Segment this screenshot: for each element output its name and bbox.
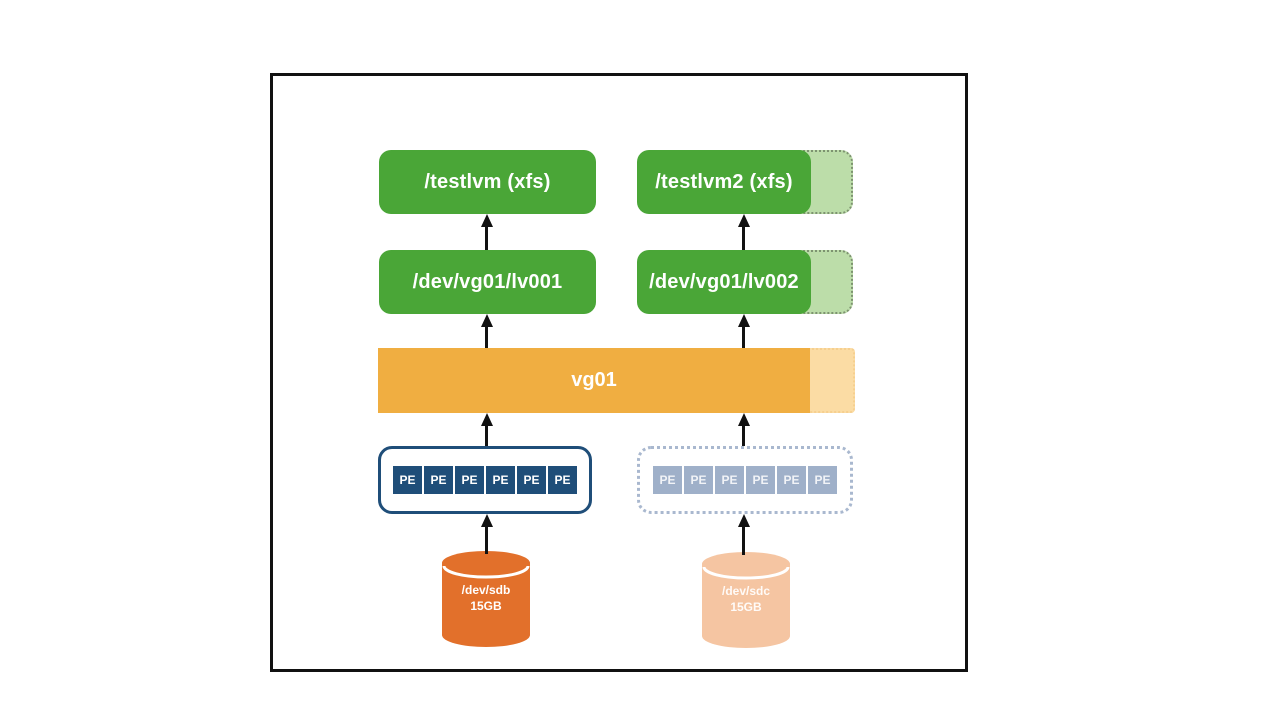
arrow-shaft — [485, 527, 488, 554]
pe-cell: PE — [715, 466, 744, 494]
disk-size: 15GB — [730, 600, 762, 614]
logical-volume-box-lv002: /dev/vg01/lv002 — [637, 250, 811, 314]
arrow-head-icon — [737, 514, 750, 527]
arrow-head-icon — [480, 314, 493, 327]
arrow-head-icon — [480, 514, 493, 527]
arrow-vg01-to-lv002 — [737, 314, 750, 348]
filesystem-label: /testlvm2 (xfs) — [655, 170, 793, 193]
disk-label: /dev/sdb 15GB — [442, 582, 530, 614]
filesystem-label: /testlvm (xfs) — [424, 170, 551, 193]
pe-cell: PE — [486, 466, 515, 494]
filesystem-box-testlvm2: /testlvm2 (xfs) — [637, 150, 811, 214]
arrow-head-icon — [737, 314, 750, 327]
arrow-head-icon — [737, 214, 750, 227]
disk-name: /dev/sdb — [461, 583, 511, 597]
arrow-lv002-to-testlvm2 — [737, 214, 750, 250]
volume-group-label: vg01 — [571, 369, 617, 391]
pe-cell: PE — [548, 466, 577, 494]
pe-cell: PE — [746, 466, 775, 494]
disk-cylinder-sdc: /dev/sdc 15GB — [702, 552, 790, 649]
cylinder-icon — [702, 552, 790, 648]
physical-volume-box-sdb: PE PE PE PE PE PE — [378, 446, 592, 514]
arrow-lv001-to-testlvm — [480, 214, 493, 250]
logical-volume-label: /dev/vg01/lv001 — [412, 270, 563, 293]
arrow-sdb-to-pv — [480, 514, 493, 554]
arrow-vg01-to-lv001 — [480, 314, 493, 348]
disk-size: 15GB — [470, 599, 502, 613]
disk-name: /dev/sdc — [721, 584, 771, 598]
volume-group-bar: vg01 — [378, 348, 810, 413]
pe-cell: PE — [777, 466, 806, 494]
pe-cell: PE — [424, 466, 453, 494]
arrow-shaft — [742, 426, 745, 446]
disk-cylinder-sdb: /dev/sdb 15GB — [442, 551, 530, 648]
arrow-shaft — [485, 327, 488, 348]
arrow-pv-sdc-to-vg01 — [737, 413, 750, 446]
logical-volume-label: /dev/vg01/lv002 — [649, 270, 799, 293]
arrow-shaft — [485, 426, 488, 446]
arrow-shaft — [485, 227, 488, 250]
arrow-head-icon — [737, 413, 750, 426]
pe-cell: PE — [517, 466, 546, 494]
pe-cell: PE — [653, 466, 682, 494]
pe-cell: PE — [808, 466, 837, 494]
cylinder-icon — [442, 551, 530, 647]
arrow-shaft — [742, 227, 745, 250]
arrow-head-icon — [480, 413, 493, 426]
logical-volume-box-lv001: /dev/vg01/lv001 — [379, 250, 596, 314]
arrow-shaft — [742, 327, 745, 348]
arrow-pv-sdb-to-vg01 — [480, 413, 493, 446]
pe-cell: PE — [393, 466, 422, 494]
pe-cell: PE — [684, 466, 713, 494]
arrow-shaft — [742, 527, 745, 555]
pe-cell: PE — [455, 466, 484, 494]
filesystem-box-testlvm: /testlvm (xfs) — [379, 150, 596, 214]
physical-volume-box-sdc: PE PE PE PE PE PE — [637, 446, 853, 514]
diagram-frame: /testlvm (xfs) /testlvm2 (xfs) /dev/vg01… — [270, 73, 968, 672]
arrow-sdc-to-pv — [737, 514, 750, 555]
disk-label: /dev/sdc 15GB — [702, 583, 790, 615]
arrow-head-icon — [480, 214, 493, 227]
